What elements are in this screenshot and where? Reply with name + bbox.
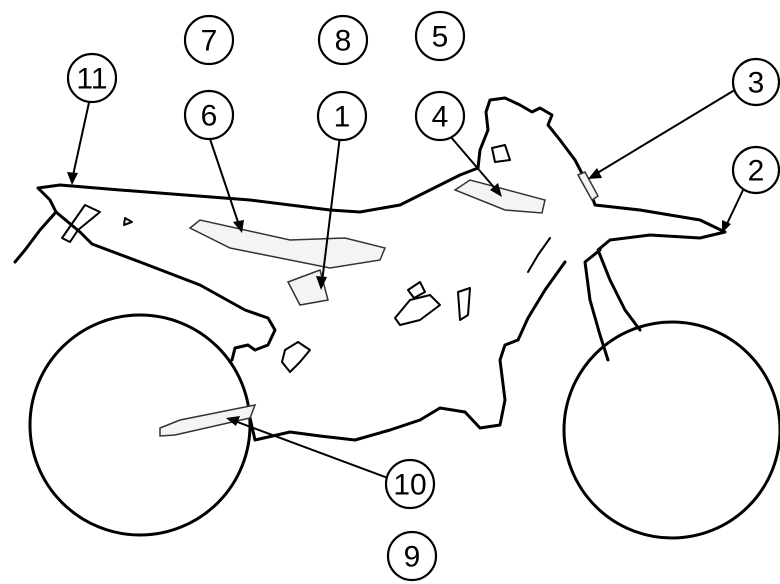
leader-10 [231,419,389,479]
callout-6: 6 [183,89,235,141]
callout-1: 1 [316,90,368,142]
callout-7-label: 7 [201,25,218,58]
callout-5-label: 5 [432,21,449,54]
callout-9: 9 [386,530,438,582]
callout-7: 7 [183,14,235,66]
arrow-11 [67,172,78,185]
tail-light-mark [123,217,133,226]
decal-numberplate-3 [576,171,599,202]
callout-3-label: 3 [748,67,765,100]
callout-9-label: 9 [404,541,421,574]
engine-mark-2 [407,281,426,299]
callout-10-label: 10 [393,469,426,502]
arrow-10 [226,416,240,426]
callout-8: 8 [317,14,369,66]
decal-shroud-6 [188,219,387,269]
leader-4 [449,135,499,193]
callout-2-label: 2 [748,155,765,188]
engine-mark-1 [394,294,441,326]
leader-6 [207,132,241,229]
callout-11-label: 11 [76,63,107,96]
motorcycle-body-outline [13,96,727,442]
callout-4: 4 [414,90,466,142]
front-wheel [562,320,780,540]
arrow-3 [588,168,602,179]
arrow-4 [490,183,502,197]
leader-2 [724,187,745,229]
headlight-bracket [491,144,511,163]
callout-11: 11 [66,52,118,104]
engine-mark-3 [457,287,471,321]
arrow-6 [233,220,244,233]
callout-8-label: 8 [335,25,352,58]
callout-1-label: 1 [334,101,351,134]
rear-fender-cutout [61,204,101,243]
leader-3 [593,87,739,176]
decal-tank-4 [453,179,546,214]
arrow-1 [316,276,327,290]
callout-10: 10 [384,458,436,510]
callout-3: 3 [731,57,780,107]
footpeg-area [281,341,311,373]
callout-4-label: 4 [432,101,449,134]
fork-guard [527,237,551,273]
callout-5: 5 [414,10,466,62]
callout-6-label: 6 [201,100,218,133]
decal-swingarm-10 [159,403,257,437]
rear-wheel [28,313,252,537]
leader-11 [71,97,91,181]
leader-1 [321,135,341,283]
callout-2: 2 [731,145,780,195]
arrow-2 [722,220,731,233]
